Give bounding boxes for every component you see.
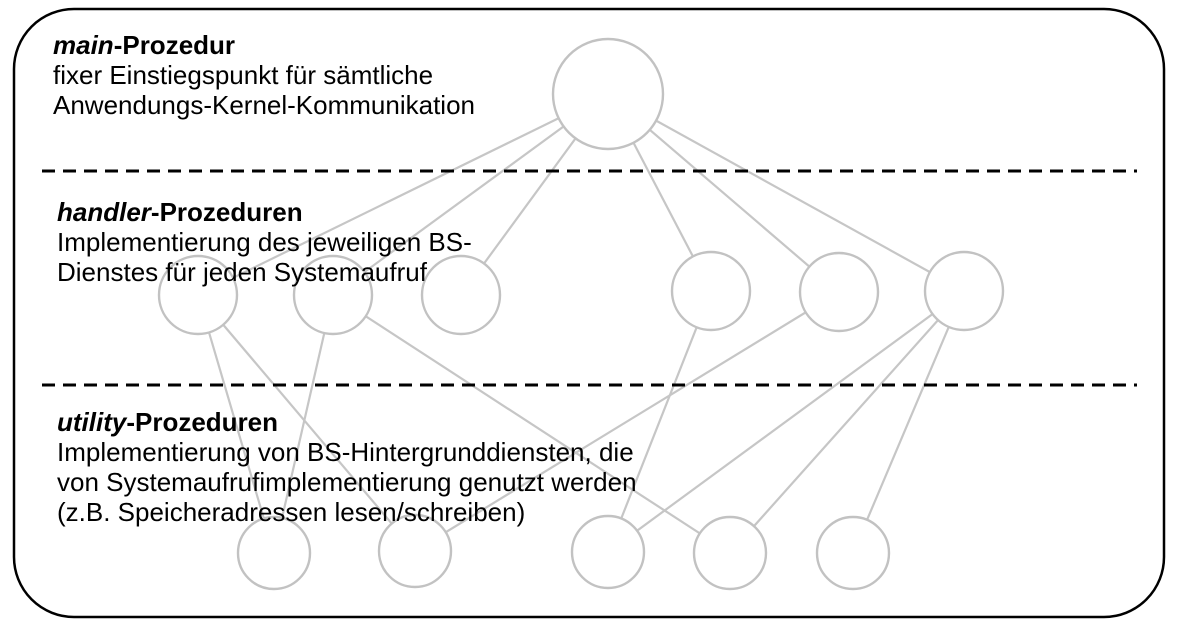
edge-h5-b2 (414, 291, 840, 552)
utility-procedures-desc-line3: (z.B. Speicheradressen lesen/schreiben) (57, 497, 526, 527)
edge-h6-b5 (851, 290, 966, 554)
outer-rounded-border (12, 7, 1166, 619)
procedure-node-h1 (157, 254, 239, 336)
procedure-node-b4 (692, 515, 768, 591)
edge-h2-b1 (272, 294, 335, 554)
handler-procedures-title: handler-Prozeduren (57, 197, 472, 227)
utility-procedures-desc-line2: von Systemaufrufimplementierung genutzt … (57, 467, 637, 497)
edge-h6-b4 (729, 290, 965, 554)
procedure-node-b1 (236, 515, 312, 591)
main-procedure-text-block: main-Prozedur fixer Einstiegspunkt für s… (53, 30, 475, 120)
procedure-node-h3 (420, 254, 502, 336)
main-procedure-desc-line2: Anwendungs-Kernel-Kommunikation (53, 90, 476, 120)
utility-procedures-desc-line1: Implementierung von BS-Hintergrunddienst… (57, 437, 634, 467)
handler-procedures-title-rest: -Prozeduren (150, 197, 303, 227)
procedure-node-main (551, 37, 665, 151)
procedure-node-b5 (815, 515, 891, 591)
procedure-node-b3 (570, 514, 646, 590)
utility-procedures-title-italic: utility (57, 407, 127, 437)
handler-procedures-title-italic: handler (57, 197, 151, 227)
edge-main-h6 (607, 93, 965, 292)
edge-h6-b3 (607, 290, 965, 553)
edge-h1-b2 (197, 294, 416, 552)
procedure-node-h4 (670, 250, 752, 332)
utility-procedures-text-block: utility-Prozeduren Implementierung von B… (57, 407, 637, 527)
handler-procedures-text-block: handler-Prozeduren Implementierung des j… (57, 197, 472, 287)
procedure-node-h5 (798, 251, 880, 333)
procedure-node-h6 (923, 250, 1005, 332)
main-procedure-title: main-Prozedur (53, 30, 475, 60)
edge-main-h1 (197, 93, 609, 296)
procedure-node-h2 (292, 254, 374, 336)
handler-procedures-desc-line2: Dienstes für jeden Systemaufruf (57, 257, 427, 287)
edge-h4-b3 (606, 290, 713, 553)
handler-procedures-desc-line1: Implementierung des jeweiligen BS- (57, 227, 472, 257)
main-procedure-title-rest: -Prozedur (113, 30, 236, 60)
utility-procedures-title-rest: -Prozeduren (126, 407, 279, 437)
main-procedure-desc-line1: fixer Einstiegspunkt für sämtliche (53, 60, 434, 90)
procedure-node-b2 (377, 513, 453, 589)
main-procedure-title-italic: main (53, 30, 114, 60)
utility-procedures-title: utility-Prozeduren (57, 407, 637, 437)
edge-h1-b1 (196, 294, 276, 554)
edge-main-h2 (332, 93, 609, 296)
